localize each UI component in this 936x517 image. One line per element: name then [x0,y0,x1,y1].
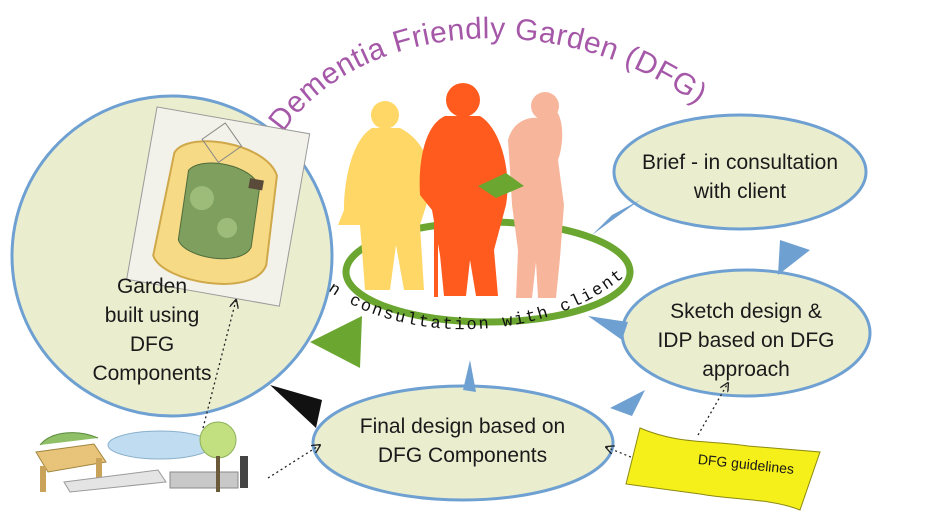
person-center-silhouette [419,83,508,297]
sketch-callout-tail [588,316,628,340]
garden-line: Components [92,362,212,385]
dfg-guidelines-book [625,427,821,511]
brief-line: with client [693,180,787,203]
person-left-silhouette [338,101,430,290]
garden-node-label: Garden built using DFG Components [72,272,232,388]
brief-node-label: Brief - in consultation with client [620,148,860,206]
sketch-node-label: Sketch design & IDP based on DFG approac… [630,297,862,384]
flow-arrow-brief-to-sketch [778,240,810,275]
garden-line: Garden [116,275,188,298]
final-callout-tail [463,360,476,392]
final-line: DFG Components [377,444,548,467]
sketch-line: approach [702,358,790,381]
garden-line: DFG [129,333,175,356]
brief-callout-tail [592,200,640,235]
person-right-silhouette [508,92,564,298]
flow-arrow-sketch-to-final [610,390,645,416]
final-line: Final design based on [359,415,566,438]
final-design-node [311,384,615,502]
garden-plan-image [126,106,311,307]
clipboard-icon [478,173,524,198]
dotted-arrow-guidelines-to-sketch [697,383,728,436]
brief-node [612,113,868,231]
sketch-line: Sketch design & [670,300,822,323]
dotted-arrow-components-to-garden [202,300,236,429]
dotted-arrow-components-to-final [267,445,320,479]
brief-line: Brief - in consultation [641,151,839,174]
final-design-node-label: Final design based on DFG Components [325,412,600,470]
garden-line: built using [104,304,200,327]
cycle-arrowhead [310,316,362,368]
dfg-components-image [35,421,248,493]
flow-arrow-final-to-garden [270,385,322,428]
sketch-line: IDP based on DFG [657,329,835,352]
